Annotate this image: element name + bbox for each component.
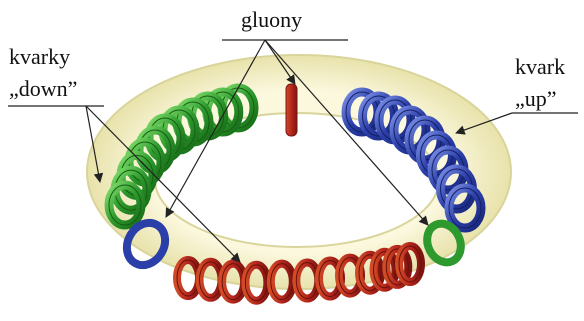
- label-down-line2: „down”: [9, 76, 77, 101]
- red-gluon-bar: [286, 84, 297, 136]
- label-up-line1: kvark: [515, 54, 565, 79]
- label-gluons: gluony: [241, 7, 302, 32]
- label-up-line2: „up”: [515, 86, 557, 111]
- label-down-line1: kvarky: [9, 44, 70, 69]
